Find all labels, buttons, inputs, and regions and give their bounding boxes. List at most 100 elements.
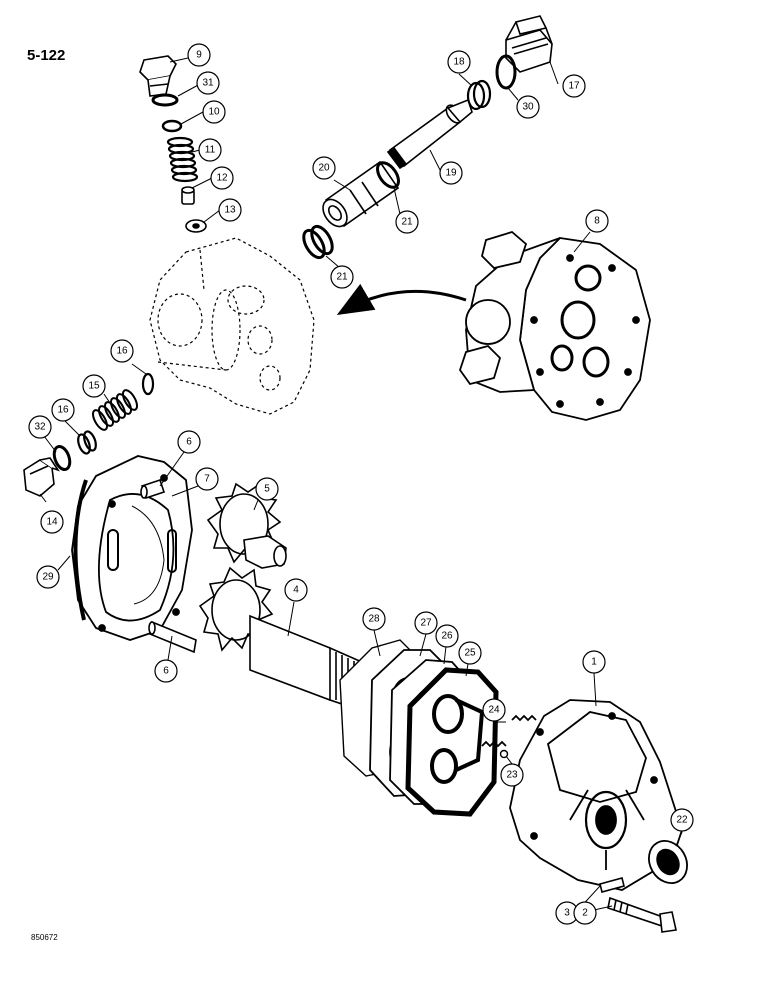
stem-part-19 (386, 98, 473, 170)
callout-15: 15 (82, 374, 106, 398)
svg-text:21: 21 (401, 217, 413, 228)
bolts-part-2 (607, 896, 677, 933)
svg-text:15: 15 (88, 381, 100, 392)
callout-18: 18 (447, 50, 471, 74)
callout-22: 22 (670, 808, 694, 832)
callout-7: 7 (195, 467, 219, 491)
callout-14: 14 (40, 510, 64, 534)
seal-part-25 (405, 667, 499, 817)
ball-part-23 (499, 749, 509, 759)
callout-32: 32 (28, 415, 52, 439)
o-rings-part-16-lower (77, 430, 97, 455)
callout-30: 30 (516, 95, 540, 119)
callout-16-upper: 16 (110, 339, 134, 363)
svg-text:12: 12 (216, 173, 228, 184)
svg-text:25: 25 (464, 648, 476, 659)
svg-text:6: 6 (186, 437, 192, 448)
callout-8: 8 (585, 209, 609, 233)
end-cover-part-1 (509, 699, 683, 891)
svg-text:26: 26 (441, 631, 453, 642)
svg-text:32: 32 (34, 422, 46, 433)
svg-text:27: 27 (420, 618, 432, 629)
seal-part-29 (73, 479, 88, 621)
svg-text:16: 16 (116, 346, 128, 357)
rings-part-18 (466, 79, 492, 111)
callout-24: 24 (482, 698, 506, 722)
svg-text:14: 14 (46, 517, 58, 528)
callout-13: 13 (218, 198, 242, 222)
o-rings-part-21 (302, 224, 334, 260)
svg-text:8: 8 (594, 216, 600, 227)
callout-25: 25 (458, 641, 482, 665)
svg-text:5: 5 (264, 484, 270, 495)
svg-text:4: 4 (293, 585, 299, 596)
svg-text:13: 13 (224, 205, 236, 216)
callout-27: 27 (414, 611, 438, 635)
callout-2: 2 (573, 901, 597, 925)
svg-text:29: 29 (42, 572, 54, 583)
svg-text:3: 3 (564, 908, 570, 919)
callout-19: 19 (439, 161, 463, 185)
callout-20: 20 (312, 156, 336, 180)
plug-part-17 (505, 15, 553, 73)
svg-text:21: 21 (336, 272, 348, 283)
housing-part-8 (459, 230, 651, 421)
dowel-pin-part-6-upper (140, 478, 166, 500)
callout-6-upper: 6 (177, 430, 201, 454)
callout-17: 17 (562, 74, 586, 98)
callout-28: 28 (362, 607, 386, 631)
screws-part-3 (599, 877, 625, 893)
svg-text:9: 9 (196, 50, 202, 61)
callout-4: 4 (284, 578, 308, 602)
page-number: 5-122 (27, 47, 66, 64)
callout-1: 1 (582, 650, 606, 674)
callout-10: 10 (202, 100, 226, 124)
figure-code: 850672 (31, 933, 58, 942)
callout-5: 5 (255, 477, 279, 501)
callout-31: 31 (196, 71, 220, 95)
plug-part-9 (139, 55, 177, 97)
gear-part-5 (206, 482, 287, 569)
svg-text:18: 18 (453, 57, 465, 68)
svg-text:20: 20 (318, 163, 330, 174)
callout-29: 29 (36, 565, 60, 589)
callout-21-lower: 21 (330, 265, 354, 289)
dowel-pin-part-6-lower (148, 620, 197, 654)
callout-26: 26 (435, 624, 459, 648)
spool-part-20 (322, 160, 400, 228)
shaft-seal-part-22 (648, 840, 688, 884)
washer-part-10 (161, 119, 183, 133)
callout-9: 9 (187, 43, 211, 67)
svg-text:2: 2 (582, 908, 588, 919)
spring-part-15 (92, 389, 138, 431)
callout-12: 12 (210, 166, 234, 190)
svg-text:17: 17 (568, 81, 580, 92)
svg-text:22: 22 (676, 815, 688, 826)
callout-16-lower: 16 (51, 398, 75, 422)
seat-part-13 (185, 219, 207, 233)
callout-6-lower: 6 (154, 659, 178, 683)
plug-part-14 (23, 457, 60, 497)
springs-part-24 (481, 714, 537, 748)
spring-part-11 (166, 136, 199, 183)
o-ring-part-16-upper (141, 372, 155, 396)
gear-housing-part-7 (71, 455, 193, 641)
svg-text:30: 30 (522, 102, 534, 113)
svg-text:31: 31 (202, 78, 214, 89)
direction-arrow (336, 283, 467, 316)
svg-text:6: 6 (163, 666, 169, 677)
callout-23: 23 (500, 763, 524, 787)
callout-11: 11 (198, 138, 222, 162)
svg-text:24: 24 (488, 705, 500, 716)
svg-text:23: 23 (506, 770, 518, 781)
housing-ghost (149, 237, 315, 415)
poppet-part-12 (181, 186, 195, 205)
svg-text:1: 1 (591, 657, 597, 668)
svg-text:19: 19 (445, 168, 457, 179)
o-ring-part-32 (52, 444, 72, 472)
callout-21-upper: 21 (395, 210, 419, 234)
svg-text:16: 16 (57, 405, 69, 416)
svg-text:28: 28 (368, 614, 380, 625)
